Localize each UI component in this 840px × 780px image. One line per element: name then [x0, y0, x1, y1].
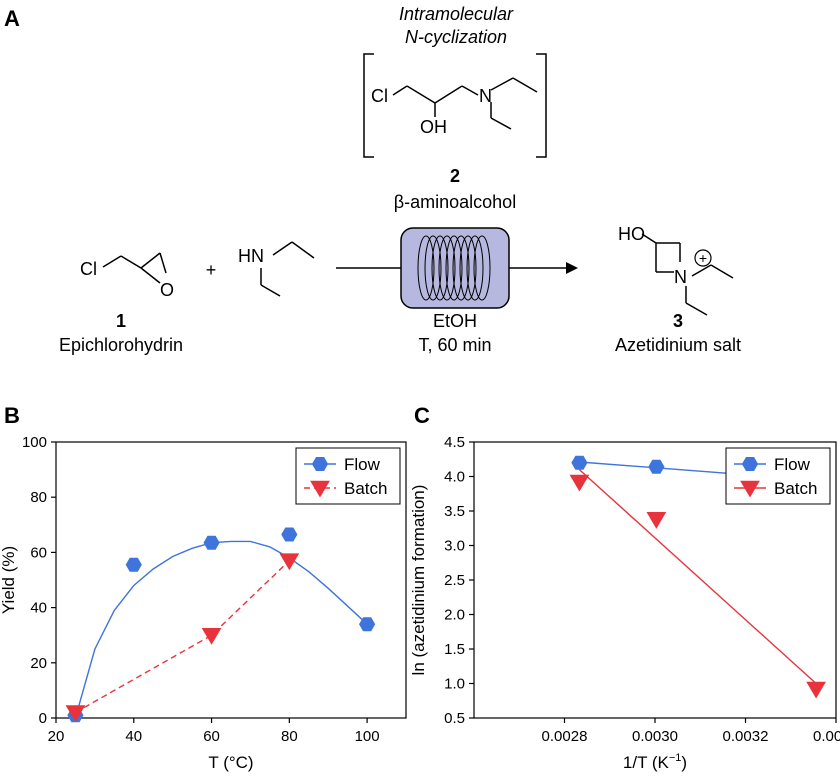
chart-c-arrhenius-plot: 0.0028 0.0030 0.0032 0.0034 0.5 1.0 1.5 2.0 2.5… [409, 434, 840, 772]
epichlorohydrin-o-atom: O [160, 280, 174, 300]
chart-b-series-lines [74, 540, 368, 719]
c-legend-label: Flow [774, 455, 811, 474]
c-y-tick-label: 3.0 [444, 538, 465, 555]
b-x-tick-label: 40 [125, 728, 142, 745]
c-x-tick-label: 0.0032 [723, 728, 769, 745]
c-y-tick-label: 0.5 [444, 710, 465, 727]
chart-c-y-axis: 0.5 1.0 1.5 2.0 2.5 3.0 3.5 4.0 4.5 [444, 434, 474, 727]
c-y-tick-label: 1.5 [444, 641, 465, 658]
c-batch-line [578, 469, 817, 685]
b-y-tick-label: 0 [39, 710, 47, 727]
c-legend-box [725, 447, 831, 505]
product-number: 3 [673, 311, 683, 331]
positive-charge-icon [694, 249, 712, 267]
c-x-tick-label: 0.0030 [632, 728, 678, 745]
chart-c-y-axis-label: ln (azetidinium formation) [409, 485, 428, 676]
c-y-tick-label: 3.5 [444, 503, 465, 520]
b-flow-line [74, 540, 368, 719]
chart-b-y-axis: 0 20 40 60 80 100 [22, 434, 56, 727]
intermediate-name: β-aminoalcohol [394, 192, 516, 212]
intermediate-n-atom: N [479, 86, 492, 106]
reactor-coil-icon [417, 235, 491, 301]
b-x-tick-label: 80 [281, 728, 298, 745]
intermediate-cl-atom: Cl [371, 86, 388, 106]
b-x-tick-label: 60 [203, 728, 220, 745]
b-x-tick-label: 20 [48, 728, 65, 745]
positive-charge-sign: + [699, 250, 707, 266]
b-x-tick-label: 100 [355, 728, 380, 745]
b-flow-point [359, 617, 376, 632]
b-y-tick-label: 20 [30, 655, 47, 672]
intermediate-title-line2: N-cyclization [405, 27, 507, 47]
panel-label-b: B [4, 403, 20, 428]
b-batch-line [75, 560, 290, 714]
c-x-tick-label: 0.0028 [542, 728, 588, 745]
b-flow-point [125, 557, 142, 572]
b-batch-point [201, 627, 222, 645]
c-y-tick-label: 4.5 [444, 434, 465, 451]
panel-label-c: C [414, 403, 430, 428]
c-y-tick-label: 2.0 [444, 607, 465, 624]
b-batch-point [279, 553, 300, 571]
b-batch-point [65, 705, 86, 723]
c-legend-label: Batch [774, 479, 817, 498]
reactant1-number: 1 [116, 311, 126, 331]
c-y-tick-label: 4.0 [444, 469, 465, 486]
b-y-tick-label: 80 [30, 489, 47, 506]
diethylamine-hn-group: HN [238, 246, 264, 266]
c-batch-point [569, 474, 590, 492]
azetidinium-structure [641, 233, 734, 316]
plus-sign: + [206, 260, 217, 280]
chart-b-data-points [65, 527, 376, 723]
b-flow-point [203, 535, 220, 550]
left-bracket [363, 53, 374, 158]
c-legend-marker [741, 457, 759, 471]
b-y-tick-label: 40 [30, 600, 47, 617]
c-batch-point [806, 681, 826, 699]
b-y-tick-label: 60 [30, 544, 47, 561]
conditions-solvent: EtOH [433, 311, 477, 331]
azetidinium-ho-group: HO [618, 224, 645, 244]
c-y-tick-label: 2.5 [444, 572, 465, 589]
intermediate-number: 2 [450, 166, 460, 186]
c-y-tick-label: 1.0 [444, 676, 465, 693]
diethylamine-structure [260, 241, 315, 297]
b-legend-label: Batch [344, 479, 387, 498]
c-batch-point [646, 512, 667, 529]
intermediate-title-line1: Intramolecular [399, 4, 514, 24]
panel-label-a: A [4, 6, 20, 31]
chart-b-x-axis-label: T (°C) [208, 753, 253, 772]
chart-b-plot-frame [55, 441, 407, 719]
azetidinium-n-atom: N [674, 267, 687, 287]
reaction-scheme: Intramolecular N-cyclization Cl N OH 2 β… [59, 4, 741, 355]
chart-b-y-axis-label: Yield (%) [0, 546, 18, 614]
product-name: Azetidinium salt [615, 335, 741, 355]
b-flow-point [281, 527, 298, 542]
conditions-temperature-time: T, 60 min [418, 335, 491, 355]
c-legend-marker [740, 480, 760, 498]
b-legend-marker [311, 457, 329, 471]
b-legend-label: Flow [344, 455, 381, 474]
chart-b-x-axis: 20 40 60 80 100 [48, 718, 380, 745]
intermediate-oh-group: OH [420, 117, 447, 137]
c-flow-point [648, 459, 665, 474]
epichlorohydrin-structure [102, 252, 167, 284]
chart-c-x-axis-label: 1/T (K−1) [623, 752, 687, 772]
c-x-tick-label: 0.0034 [813, 728, 840, 745]
epichlorohydrin-cl-atom: Cl [80, 259, 97, 279]
b-legend-box [295, 447, 401, 505]
reaction-arrowhead [566, 262, 578, 274]
reactant1-name: Epichlorohydrin [59, 335, 183, 355]
c-flow-point [571, 455, 588, 470]
chart-c-x-axis: 0.0028 0.0030 0.0032 0.0034 [542, 718, 840, 745]
right-bracket [536, 53, 547, 158]
b-y-tick-label: 100 [22, 434, 47, 451]
b-legend-marker [310, 480, 330, 498]
intermediate-structure [392, 77, 538, 130]
